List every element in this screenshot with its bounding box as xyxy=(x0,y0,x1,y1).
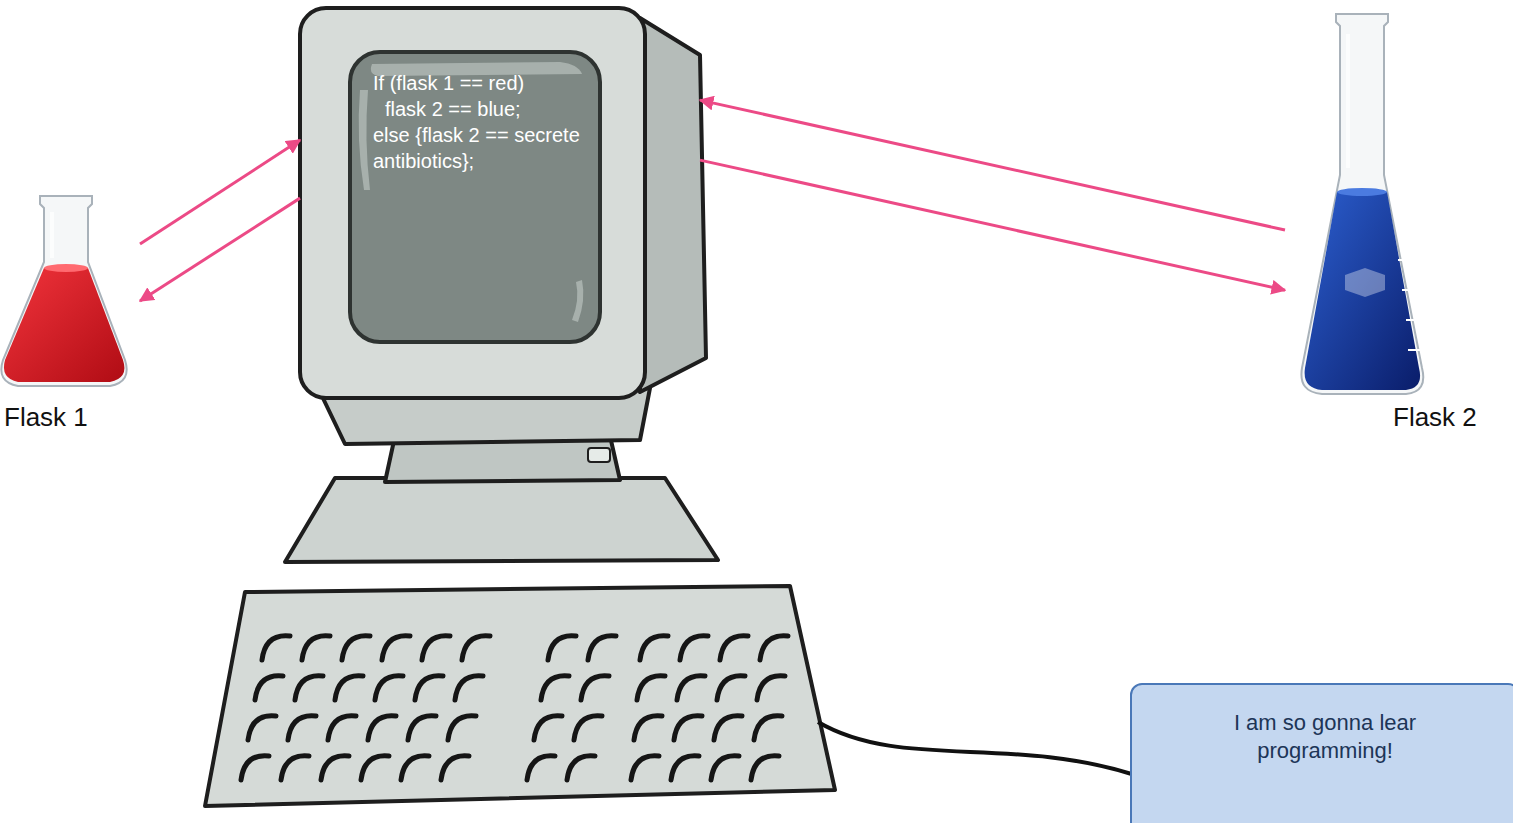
text-group: If (flask 1 == red)flask 2 == blue;else … xyxy=(373,70,588,174)
key xyxy=(534,716,562,740)
flask-label: Flask 2 xyxy=(1393,402,1505,432)
key xyxy=(441,756,469,780)
flask-node: Flask 1 xyxy=(0,190,140,440)
code-line: flask 2 == blue; xyxy=(385,96,588,122)
key xyxy=(717,676,745,700)
key xyxy=(281,756,309,780)
tick xyxy=(1408,349,1422,351)
key xyxy=(455,676,483,700)
key xyxy=(262,636,290,660)
key xyxy=(634,716,662,740)
arrow-connector xyxy=(700,160,1285,290)
key xyxy=(548,636,576,660)
key xyxy=(631,756,659,780)
arrow-connector xyxy=(700,100,1285,230)
key xyxy=(671,756,699,780)
key xyxy=(527,756,555,780)
key xyxy=(674,716,702,740)
key xyxy=(751,756,779,780)
key xyxy=(677,676,705,700)
graduation-marks xyxy=(1398,260,1422,350)
power-button xyxy=(588,448,610,462)
key xyxy=(588,636,616,660)
key xyxy=(711,756,739,780)
flask-node: Flask 2 xyxy=(1285,15,1513,445)
key xyxy=(462,636,490,660)
key xyxy=(288,716,316,740)
keyboard-cable xyxy=(818,722,1135,775)
key xyxy=(342,636,370,660)
glass-shine xyxy=(50,212,54,258)
key xyxy=(368,716,396,740)
arrow-connector xyxy=(140,198,300,301)
key xyxy=(637,676,665,700)
red-flask xyxy=(1,196,126,386)
key xyxy=(295,676,323,700)
flask-glass xyxy=(1301,14,1423,394)
key xyxy=(757,676,785,700)
monitor-bezel xyxy=(300,8,645,398)
key xyxy=(567,756,595,780)
flask-label: Flask 1 xyxy=(4,402,124,432)
tick xyxy=(1402,289,1416,291)
blue-flask xyxy=(1301,14,1423,394)
key xyxy=(328,716,356,740)
key xyxy=(408,716,436,740)
key xyxy=(541,676,569,700)
key xyxy=(680,636,708,660)
screen xyxy=(350,52,600,342)
computer-screen: If (flask 1 == red)flask 2 == blue;else … xyxy=(300,8,700,400)
liquid-surface xyxy=(44,264,88,272)
text-group: Flask 2 xyxy=(1393,402,1505,432)
computer xyxy=(205,8,1135,806)
blue-liquid xyxy=(1305,192,1420,390)
flask-glass xyxy=(1,196,126,386)
arrow-connector xyxy=(140,140,300,244)
flask-plate xyxy=(1345,268,1385,297)
key xyxy=(335,676,363,700)
tick xyxy=(1398,259,1412,261)
callout-text: I am so gonna lear programming! xyxy=(1172,709,1478,765)
key xyxy=(640,636,668,660)
red-liquid xyxy=(4,268,125,382)
key xyxy=(754,716,782,740)
key xyxy=(581,676,609,700)
key xyxy=(382,636,410,660)
tick xyxy=(1406,319,1420,321)
key xyxy=(401,756,429,780)
callout-box: I am so gonna lear programming! xyxy=(1130,683,1513,823)
monitor-side xyxy=(640,18,706,392)
code-line: If (flask 1 == red) xyxy=(373,70,588,96)
key xyxy=(321,756,349,780)
liquid-surface xyxy=(1337,188,1387,196)
key xyxy=(415,676,443,700)
text-group: I am so gonna lear programming! xyxy=(1132,709,1513,765)
keyboard-keys xyxy=(241,636,788,780)
code-line: else {flask 2 == secrete antibiotics}; xyxy=(373,122,588,174)
key xyxy=(574,716,602,740)
key xyxy=(361,756,389,780)
stand-base xyxy=(285,478,718,562)
glass-shine xyxy=(1346,34,1350,168)
screen-highlight xyxy=(359,90,370,190)
key xyxy=(760,636,788,660)
key xyxy=(375,676,403,700)
key xyxy=(714,716,742,740)
key xyxy=(720,636,748,660)
keyboard xyxy=(205,586,835,806)
key xyxy=(302,636,330,660)
key xyxy=(255,676,283,700)
screen-highlight xyxy=(572,280,583,322)
key xyxy=(448,716,476,740)
key xyxy=(241,756,269,780)
text-group: Flask 1 xyxy=(4,402,124,432)
key xyxy=(422,636,450,660)
key xyxy=(248,716,276,740)
